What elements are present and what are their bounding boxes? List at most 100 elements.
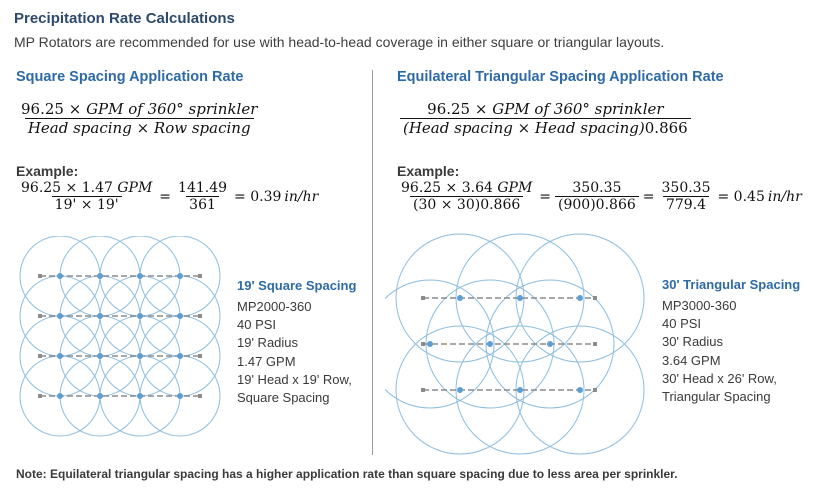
coverage-circle — [385, 279, 495, 409]
sprinkler-head — [177, 313, 183, 319]
ex-unit: GPM — [497, 180, 533, 196]
formula-const: 96.25 × — [427, 100, 488, 118]
sprinkler-head — [137, 353, 143, 359]
ex2-den: 361 — [186, 196, 219, 213]
spec-radius: 30' Radius — [662, 334, 724, 350]
triangular-diagram-label: 30' Triangular Spacing — [662, 277, 801, 292]
sprinkler-heads — [427, 295, 583, 393]
result-value: = 0.39 — [234, 188, 282, 205]
row-end-marker — [421, 342, 425, 346]
sprinkler-head — [177, 273, 183, 279]
row-end-marker — [38, 274, 42, 278]
row-end-marker — [593, 296, 597, 300]
page-subtitle: MP Rotators are recommended for use with… — [14, 34, 665, 50]
sprinkler-head — [97, 393, 103, 399]
spec-pressure: 40 PSI — [237, 317, 277, 333]
row-end-marker — [421, 388, 425, 392]
spec-spacing: 30' Head x 26' Row, — [662, 370, 777, 386]
sprinkler-head — [57, 393, 63, 399]
formula-denominator: (Head spacing × Head spacing) — [403, 119, 645, 137]
sprinkler-head — [177, 393, 183, 399]
square-example-label: Example: — [16, 163, 79, 179]
sprinkler-head — [177, 353, 183, 359]
spec-radius: 19' Radius — [237, 335, 299, 351]
sprinkler-head — [57, 273, 63, 279]
square-spec-list: MP2000-360 40 PSI 19' Radius 1.47 GPM 19… — [237, 298, 352, 407]
sprinkler-head — [137, 393, 143, 399]
formula-denominator: Head spacing × Row spacing — [24, 118, 254, 137]
square-formula: 96.25 × GPM of 360° sprinkler Head spaci… — [18, 100, 260, 137]
triangular-spacing-diagram — [385, 233, 645, 455]
formula-const: 96.25 × — [21, 100, 82, 118]
row-end-marker — [198, 394, 202, 398]
ex-unit: GPM — [117, 180, 153, 196]
formula-var: GPM of 360° sprinkler — [492, 100, 664, 118]
spec-layout: Square Spacing — [237, 390, 330, 406]
sprinkler-head — [457, 387, 463, 393]
row-lines — [38, 274, 202, 398]
square-spacing-diagram — [19, 236, 221, 437]
spec-spacing: 19' Head x 19' Row, — [237, 371, 352, 387]
row-end-marker — [38, 394, 42, 398]
triangular-example: 96.25 × 3.64 GPM (30 × 30)0.866 = 350.35… — [398, 180, 802, 213]
equals-sign: = — [642, 188, 655, 205]
result-unit: in/hr — [767, 188, 802, 205]
sprinkler-head — [547, 341, 553, 347]
footer-note: Note: Equilateral triangular spacing has… — [16, 467, 678, 481]
formula-var: GPM of 360° sprinkler — [86, 100, 258, 118]
sprinkler-head — [97, 273, 103, 279]
row-end-marker — [38, 314, 42, 318]
ex3-den: 779.4 — [662, 196, 710, 213]
page-title: Precipitation Rate Calculations — [14, 10, 235, 27]
sprinkler-head — [517, 387, 523, 393]
spec-model: MP2000-360 — [237, 299, 312, 314]
equals-sign: = — [159, 188, 172, 205]
row-end-marker — [421, 296, 425, 300]
ex-den: 19' × 19' — [51, 196, 122, 213]
spec-pressure: 40 PSI — [662, 316, 702, 332]
triangular-heading: Equilateral Triangular Spacing Applicati… — [397, 69, 724, 85]
triangular-spec-list: MP3000-360 40 PSI 30' Radius 3.64 GPM 30… — [662, 297, 777, 406]
spec-model: MP3000-360 — [662, 298, 737, 313]
spec-flow: 3.64 GPM — [662, 352, 721, 368]
sprinkler-head — [427, 341, 433, 347]
row-end-marker — [198, 354, 202, 358]
sprinkler-head — [97, 313, 103, 319]
spec-layout: Triangular Spacing — [662, 389, 771, 405]
square-heading: Square Spacing Application Rate — [16, 69, 244, 85]
ex-num: 96.25 × 3.64 — [401, 180, 493, 196]
row-end-marker — [198, 314, 202, 318]
sprinkler-head — [137, 273, 143, 279]
row-end-marker — [38, 354, 42, 358]
result-unit: in/hr — [284, 188, 319, 205]
equals-sign: = — [539, 188, 552, 205]
spec-flow: 1.47 GPM — [237, 353, 296, 369]
square-example: 96.25 × 1.47 GPM 19' × 19' = 141.49 361 … — [18, 180, 318, 213]
triangular-example-label: Example: — [397, 163, 460, 179]
coverage-circles — [19, 236, 221, 437]
ex2-den: (900)0.866 — [555, 196, 639, 213]
row-lines — [421, 296, 597, 392]
sprinkler-head — [57, 313, 63, 319]
square-diagram-label: 19' Square Spacing — [237, 278, 357, 293]
sprinkler-head — [487, 341, 493, 347]
ex-den: (30 × 30)0.866 — [410, 196, 524, 213]
row-end-marker — [593, 388, 597, 392]
triangular-formula: 96.25 × GPM of 360° sprinkler (Head spac… — [400, 100, 691, 137]
ex3-num: 350.35 — [661, 180, 711, 196]
sprinkler-heads — [57, 273, 183, 399]
sprinkler-head — [57, 353, 63, 359]
ex2-num: 141.49 — [178, 180, 228, 196]
ex2-num: 350.35 — [572, 180, 622, 196]
row-end-marker — [593, 342, 597, 346]
sprinkler-head — [577, 387, 583, 393]
ex-num: 96.25 × 1.47 — [21, 180, 113, 196]
row-end-marker — [198, 274, 202, 278]
column-divider — [372, 70, 373, 455]
sprinkler-head — [457, 295, 463, 301]
sprinkler-head — [137, 313, 143, 319]
sprinkler-head — [97, 353, 103, 359]
formula-den-const: 0.866 — [644, 119, 688, 137]
result-value: = 0.45 — [717, 188, 765, 205]
sprinkler-head — [577, 295, 583, 301]
